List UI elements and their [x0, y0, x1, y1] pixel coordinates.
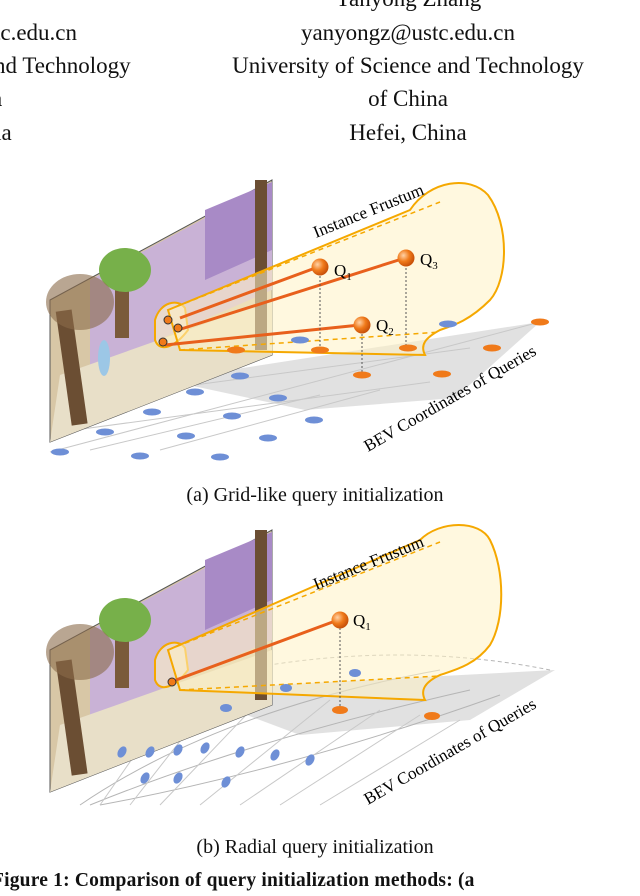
ground-grid [49, 321, 541, 453]
author-email: yanyongz@ustc.edu.cn [300, 20, 516, 45]
projection-arrow-b [175, 618, 339, 682]
caption-b: (b) Radial query initialization [196, 836, 434, 858]
instance-frustum-b [166, 524, 503, 702]
figure-caption: Figure 1: Comparison of query initializa… [0, 870, 475, 891]
author-left-city: na [0, 120, 12, 145]
q3-label-a: Q3 [420, 250, 438, 272]
author-name: Yanyong Zhang [208, 0, 608, 16]
author-affiliation-line1: University of Science and Technology [232, 53, 584, 78]
author-left-country: a [0, 82, 2, 116]
instance-frustum [166, 182, 505, 357]
author-left-email: tc.edu.cn [0, 20, 78, 45]
caption-a: (a) Grid-like query initialization [186, 484, 444, 506]
author-affiliation-line2: of China [368, 86, 448, 111]
grid-query-points [51, 320, 457, 461]
q1-label-a: Q1 [334, 261, 352, 283]
author-location: Hefei, China [349, 120, 467, 145]
figure-b-radial-query-init: Instance Frustum BEV Coordinates of Quer… [46, 524, 555, 808]
radial-query-points [117, 669, 361, 788]
projection-arrows [164, 256, 406, 347]
figure-a-grid-query-init: Instance Frustum BEV Coordinates of Quer… [46, 179, 549, 461]
query-q3-ball [397, 249, 415, 267]
query-q1-ball-b [331, 611, 349, 629]
q2-label-a: Q2 [376, 316, 394, 338]
active-bev-points [227, 318, 549, 379]
bev-plane [165, 322, 540, 410]
query-q2-ball [353, 316, 371, 334]
q1-label-b: Q1 [353, 611, 371, 633]
active-bev-points-b [332, 706, 440, 720]
author-left-affiliation: nd Technology [0, 53, 131, 78]
query-q1-ball [311, 258, 329, 276]
